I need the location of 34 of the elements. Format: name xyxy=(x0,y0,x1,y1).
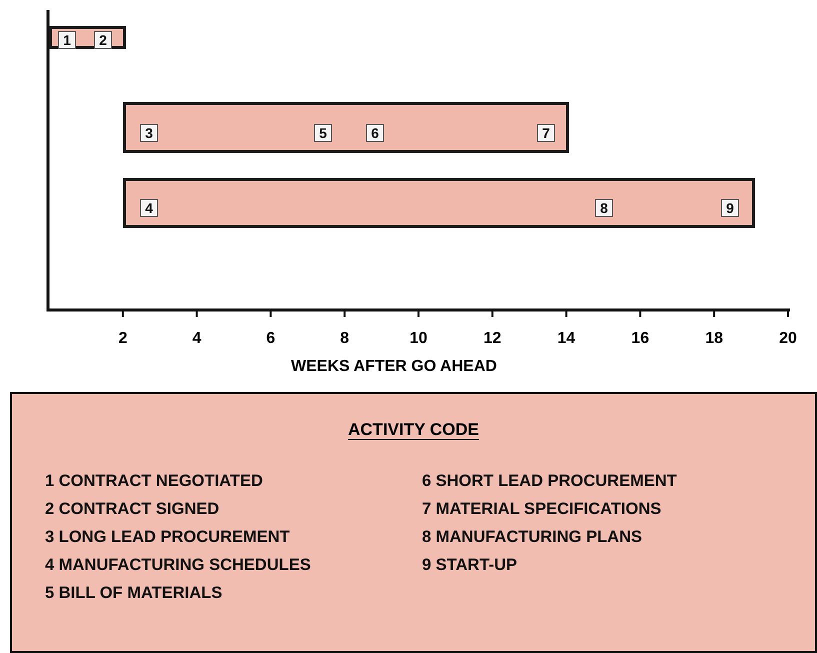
activity-number: 4 xyxy=(140,199,158,217)
axis-tick-label: 4 xyxy=(192,330,202,348)
activity-code-item: 4 MANUFACTURING SCHEDULES xyxy=(45,556,312,576)
activity-number: 5 xyxy=(314,124,332,142)
activity-number: 9 xyxy=(721,199,739,217)
activity-number: 6 xyxy=(366,124,384,142)
gantt-bar xyxy=(123,102,569,153)
axis-tick-label: 18 xyxy=(705,330,723,348)
activity-code-item: 6 SHORT LEAD PROCUREMENT xyxy=(422,472,678,492)
activity-number: 3 xyxy=(140,124,158,142)
activity-code-item: 5 BILL OF MATERIALS xyxy=(45,584,224,604)
activity-code-item: 8 MANUFACTURING PLANS xyxy=(422,528,644,548)
activity-number: 1 xyxy=(58,31,76,49)
axis-tick-label: 6 xyxy=(266,330,276,348)
activity-number: 7 xyxy=(537,124,555,142)
axis-tick-label: 2 xyxy=(118,330,128,348)
axis-title: WEEKS AFTER GO AHEAD xyxy=(291,358,497,376)
activity-code-item: 1 CONTRACT NEGOTIATED xyxy=(45,472,264,492)
activity-code-item: 2 CONTRACT SIGNED xyxy=(45,500,220,520)
gantt-bar xyxy=(49,26,126,49)
activity-number: 8 xyxy=(595,199,613,217)
legend-panel xyxy=(10,392,817,653)
axis-tick-label: 20 xyxy=(779,330,797,348)
activity-code-item: 7 MATERIAL SPECIFICATIONS xyxy=(422,500,662,520)
activity-number: 2 xyxy=(94,31,112,49)
axis-tick-label: 8 xyxy=(340,330,350,348)
axis-tick-label: 10 xyxy=(410,330,428,348)
activity-code-item: 3 LONG LEAD PROCUREMENT xyxy=(45,528,291,548)
axis-tick-label: 12 xyxy=(484,330,502,348)
legend-heading: ACTIVITY CODE xyxy=(348,420,479,439)
axis-tick-label: 16 xyxy=(631,330,650,348)
gantt-bar xyxy=(123,178,755,228)
activity-code-item: 9 START-UP xyxy=(422,556,518,576)
axis-tick-label: 14 xyxy=(557,330,576,348)
